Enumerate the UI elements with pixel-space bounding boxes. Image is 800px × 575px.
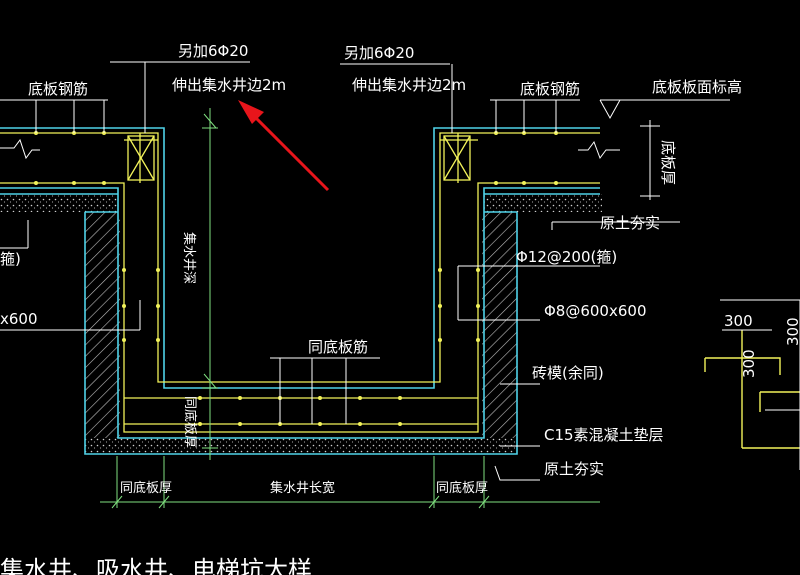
cushion-top-right [484, 194, 602, 212]
label-dim-300-top: 300 [724, 312, 753, 330]
small-detail [704, 330, 800, 449]
brick-form-right [482, 212, 517, 438]
label-slab-thickness: 底板厚 [659, 140, 677, 185]
label-slab-top-level: 底板板面标高 [652, 78, 742, 96]
break-lines [0, 138, 620, 160]
cushion-top-left [0, 194, 118, 212]
label-dim-300-side: 300 [740, 349, 758, 378]
label-bar-spec-cut: x600 [0, 310, 38, 328]
label-slab-rebar-right: 底板钢筋 [520, 80, 580, 98]
red-arrow [238, 100, 330, 192]
label-same-slab-thickness-right: 同底板厚 [436, 480, 488, 496]
label-extra-bars-left: 另加6Φ20 [178, 42, 248, 60]
rebar-dots [34, 131, 558, 426]
label-slab-rebar-left: 底板钢筋 [28, 80, 88, 98]
label-stirrup-spec: Φ12@200(箍) [516, 248, 617, 266]
small-detail-dims [720, 299, 800, 470]
label-same-slab-thickness-left: 同底板厚 [120, 480, 172, 496]
label-cushion: C15素混凝土垫层 [544, 426, 664, 444]
label-pit-depth: 集水井深 [181, 232, 197, 284]
label-brick-form: 砖模(余同) [532, 364, 604, 382]
label-original-soil-top: 原土夯实 [600, 214, 660, 232]
label-original-soil-bottom: 原土夯实 [544, 460, 604, 478]
leader-lines [0, 61, 730, 481]
label-stirrup-cut: 箍) [0, 250, 21, 268]
label-extend-left: 伸出集水井边2m [172, 76, 286, 94]
label-same-slab-rebar: 同底板筋 [308, 338, 368, 356]
cushion-bottom [85, 438, 517, 454]
rebar [0, 132, 600, 433]
label-extend-right: 伸出集水井边2m [352, 76, 466, 94]
dimension-lines [100, 108, 600, 509]
label-dim-300-right: 300 [784, 317, 800, 346]
label-bar-spec: Φ8@600x600 [544, 302, 647, 320]
concrete-outline [0, 127, 600, 455]
label-pit-length-width: 集水井长宽 [270, 480, 335, 496]
brick-form-left [85, 212, 120, 438]
label-same-slab-thickness-vertical: 同底板厚 [182, 396, 198, 448]
bottom-title: 集水井、吸水井、电梯坑大样 [0, 556, 312, 575]
label-extra-bars-right: 另加6Φ20 [344, 44, 414, 62]
